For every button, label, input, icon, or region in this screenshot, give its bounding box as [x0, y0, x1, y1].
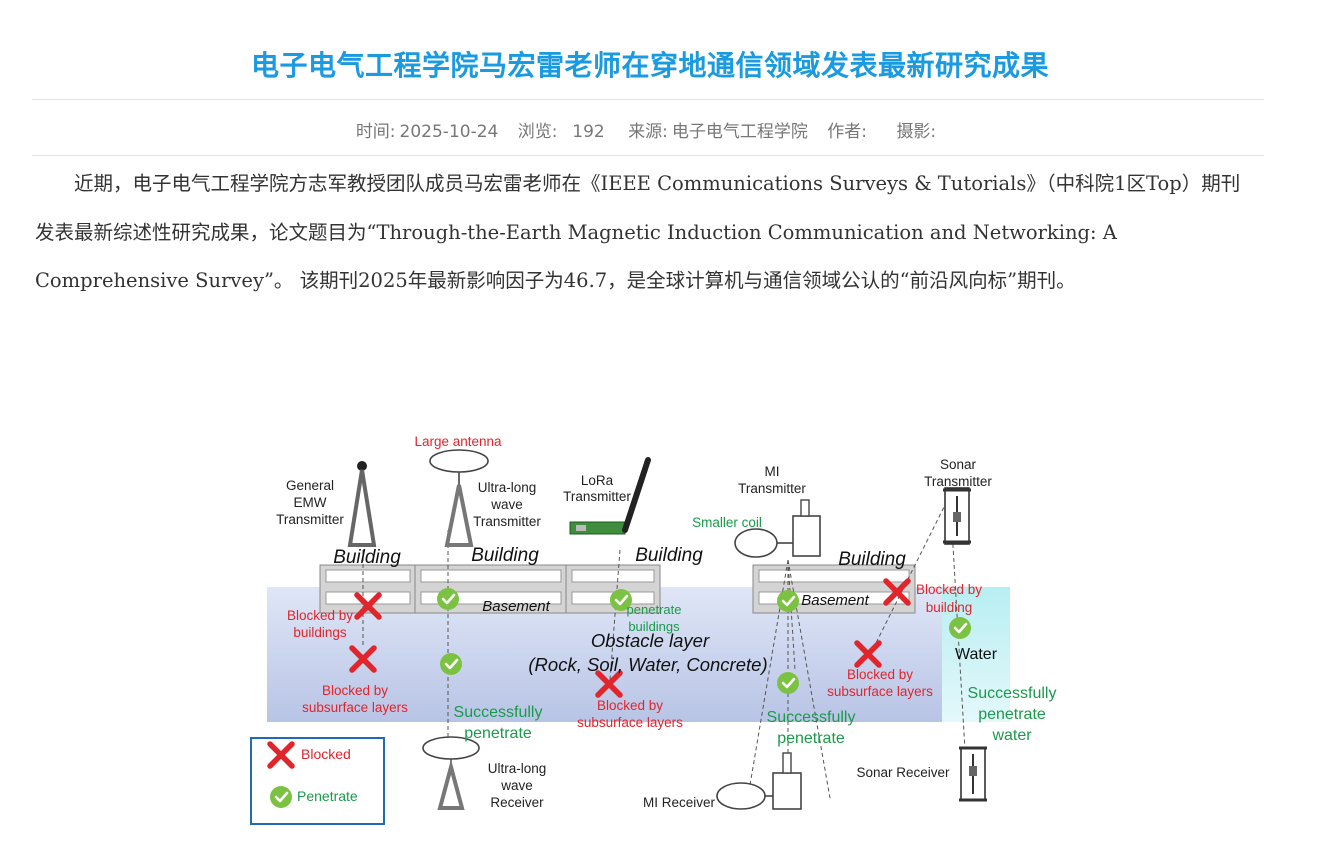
ultra-long-wave-receiver-icon [422, 736, 480, 810]
mi-tx-label-line1: MI [765, 464, 780, 479]
success-mi-line2: penetrate [777, 730, 845, 747]
author-label: 作者: [827, 122, 868, 142]
blocked-subsurface-right-line1: Blocked by [847, 667, 913, 682]
success-sonar-line1: Successfully [968, 685, 1057, 702]
legend-blocked-label: Blocked [301, 746, 351, 762]
blocked-buildings-text-line2: buildings [293, 625, 347, 640]
views-label: 浏览: [517, 122, 558, 142]
obstacle-label-line2: (Rock, Soil, Water, Concrete) [528, 654, 767, 675]
ttm-communication-figure: Large antenna General EMW Transmitter Ul… [250, 434, 1057, 825]
basement-label-2: Basement [801, 592, 869, 609]
mi-receiver-label: MI Receiver [643, 795, 716, 810]
blocked-subsurface-center-line2: subsurface layers [577, 715, 683, 730]
blocked-subsurface-center-line1: Blocked by [597, 698, 663, 713]
penetrate-mark-mi [775, 670, 801, 696]
ulw-rx-label-line3: Receiver [490, 795, 544, 810]
time-label: 时间: [355, 122, 396, 142]
sonar-transmitter-icon [943, 487, 971, 545]
success-sonar-line2: penetrate [978, 706, 1046, 723]
sonar-tx-label-line2: Transmitter [924, 474, 992, 489]
title-divider [32, 99, 1264, 100]
building-block-left [319, 564, 661, 614]
penetrate-mark-mi-basement [775, 588, 801, 614]
ulw-rx-label-line1: Ultra-long [488, 761, 547, 776]
success-mi-line1: Successfully [767, 709, 856, 726]
lora-transmitter-icon [569, 457, 651, 535]
large-antenna-label: Large antenna [414, 434, 502, 449]
blocked-subsurface-left-line1: Blocked by [322, 683, 388, 698]
building-label-3: Building [635, 545, 703, 566]
lora-label-line1: LoRa [581, 473, 614, 488]
article-body: 近期，电子电气工程学院方志军教授团队成员马宏雷老师在《IEEE Communic… [35, 160, 1250, 306]
success-sonar-line3: water [991, 727, 1032, 744]
water-label: Water [955, 646, 998, 663]
building-label-2: Building [471, 545, 539, 566]
article-meta: 时间:2025-10-24 浏览: 192 来源:电子电气工程学院 作者: 摄影… [0, 117, 1296, 142]
ultra-long-wave-transmitter-icon [429, 449, 489, 547]
blocked-building-text-line2: building [926, 600, 973, 615]
basement-label-1: Basement [482, 598, 550, 615]
general-emw-label-line2: EMW [294, 495, 327, 510]
obstacle-label-line1: Obstacle layer [591, 630, 710, 651]
smaller-coil-label: Smaller coil [692, 515, 762, 530]
mi-transmitter-icon [734, 499, 821, 558]
time-value: 2025-10-24 [399, 122, 499, 142]
meta-divider [32, 155, 1264, 156]
penetrate-mark-basement [435, 586, 461, 612]
blocked-subsurface-right-line2: subsurface layers [827, 684, 933, 699]
article-title: 电子电气工程学院马宏雷老师在穿地通信领域发表最新研究成果 [250, 49, 1049, 82]
success-ulw-line2: penetrate [464, 725, 532, 742]
blocked-building-text-line1: Blocked by [916, 582, 982, 597]
ulw-tx-label-line1: Ultra-long [478, 480, 537, 495]
mi-tx-label-line2: Transmitter [738, 481, 806, 496]
views-value: 192 [572, 122, 605, 142]
article-paragraph: 近期，电子电气工程学院方志军教授团队成员马宏雷老师在《IEEE Communic… [35, 172, 1241, 292]
legend-penetrate-label: Penetrate [297, 788, 358, 804]
ulw-rx-label-line2: wave [500, 778, 533, 793]
building-label-1: Building [333, 547, 401, 568]
general-emw-label-line3: Transmitter [276, 512, 344, 527]
ulw-tx-label-line3: Transmitter [473, 514, 541, 529]
sonar-receiver-icon [959, 746, 987, 802]
penetrate-buildings-text-line1: penetrate [627, 602, 682, 617]
blocked-subsurface-left-line2: subsurface layers [302, 700, 408, 715]
source-label: 来源: [628, 122, 668, 142]
general-emw-label-line1: General [286, 478, 334, 493]
lora-label-line2: Transmitter [563, 489, 631, 504]
water-body [942, 587, 1010, 722]
general-emw-tower-icon [347, 461, 377, 547]
sonar-receiver-label: Sonar Receiver [856, 765, 950, 780]
penetrate-mark-water [947, 615, 973, 641]
mi-receiver-icon [716, 752, 802, 810]
photo-label: 摄影: [896, 122, 937, 142]
blocked-buildings-text-line1: Blocked by [287, 608, 353, 623]
building-label-4: Building [838, 549, 906, 570]
source-value: 电子电气工程学院 [671, 122, 808, 142]
success-ulw-line1: Successfully [454, 704, 543, 721]
sonar-tx-label-line1: Sonar [940, 457, 977, 472]
penetrate-mark-ulw [438, 651, 464, 677]
penetrate-buildings-text-line2: buildings [628, 619, 680, 634]
ulw-tx-label-line2: wave [490, 497, 523, 512]
legend-penetrate-icon [268, 784, 294, 810]
figure-legend: Blocked Penetrate [250, 737, 385, 825]
